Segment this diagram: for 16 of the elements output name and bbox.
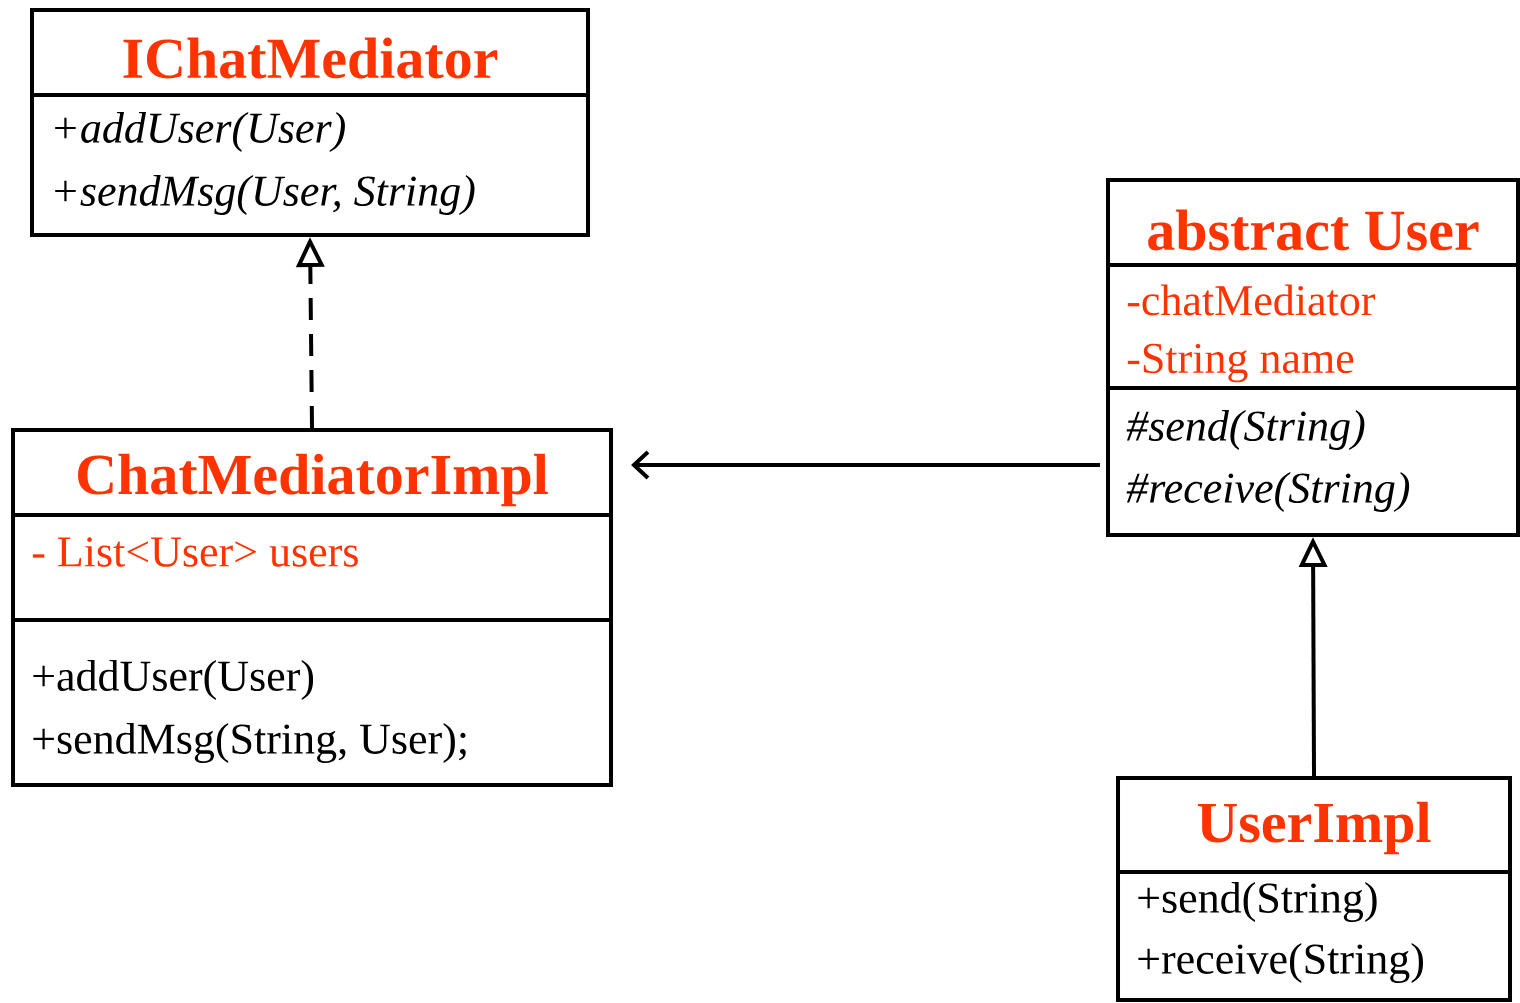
method-text: +addUser(User) — [33, 660, 314, 700]
attribute-text: -chatMediator — [1127, 284, 1376, 316]
arrow — [631, 450, 1100, 480]
method-text: #send(String) — [1126, 410, 1365, 450]
attribute-text: - List<User> users — [32, 537, 358, 567]
class-name: ChatMediatorImpl — [78, 453, 548, 507]
class-name: abstract User — [1148, 209, 1479, 251]
attribute-text: -String name — [1127, 343, 1354, 383]
method-text: +sendMsg(String, User); — [33, 723, 466, 763]
method-text: +receive(String) — [1138, 943, 1423, 983]
method-text: +sendMsg(User, String) — [55, 175, 475, 215]
class-name: UserImpl — [1197, 801, 1431, 855]
method-text: +send(String) — [1138, 882, 1377, 922]
class-name: IChatMediator — [123, 37, 498, 79]
method-text: +addUser(User) — [55, 112, 345, 152]
method-text: #receive(String) — [1126, 472, 1410, 512]
